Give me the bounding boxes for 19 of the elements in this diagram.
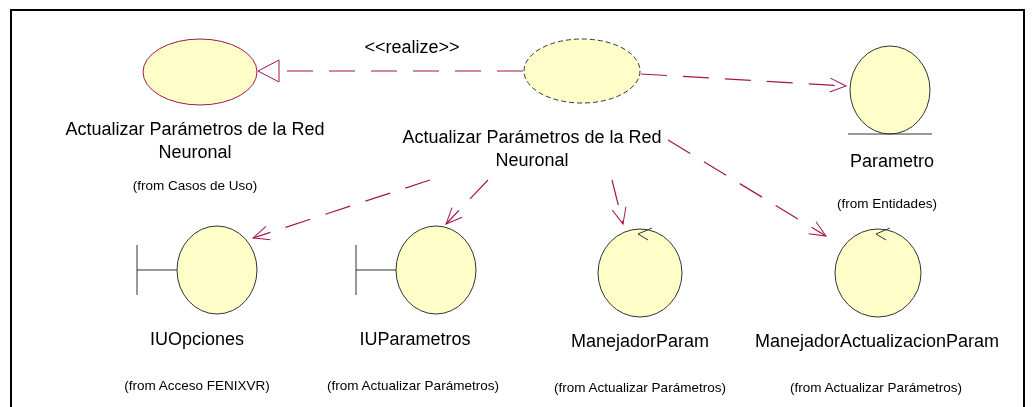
element-name: ManejadorActualizacionParam <box>753 330 1001 353</box>
dependency-arrow <box>252 179 431 241</box>
element-name: IUParametros <box>358 328 472 351</box>
dependency-arrow <box>257 59 524 83</box>
dependency-arrow <box>667 139 827 237</box>
package-note: (from Casos de Uso) <box>131 178 259 195</box>
element-name: Parametro <box>848 150 935 173</box>
element-name: Actualizar Parámetros de la Red Neuronal <box>401 126 663 171</box>
element-name: IUOpciones <box>148 328 245 351</box>
package-note: (from Actualizar Parámetros) <box>326 378 500 395</box>
dependency-arrow <box>445 179 489 225</box>
element-name: Actualizar Parámetros de la Red Neuronal <box>64 118 326 163</box>
element-name: ManejadorParam <box>569 330 711 353</box>
package-note: (from Actualizar Parámetros) <box>553 380 727 397</box>
dependency-arrow <box>640 73 847 93</box>
dependency-arrow <box>611 179 627 225</box>
package-note: (from Entidades) <box>836 196 938 213</box>
package-note: (from Actualizar Parámetros) <box>789 380 963 397</box>
package-note: (from Acceso FENIXVR) <box>123 378 271 395</box>
